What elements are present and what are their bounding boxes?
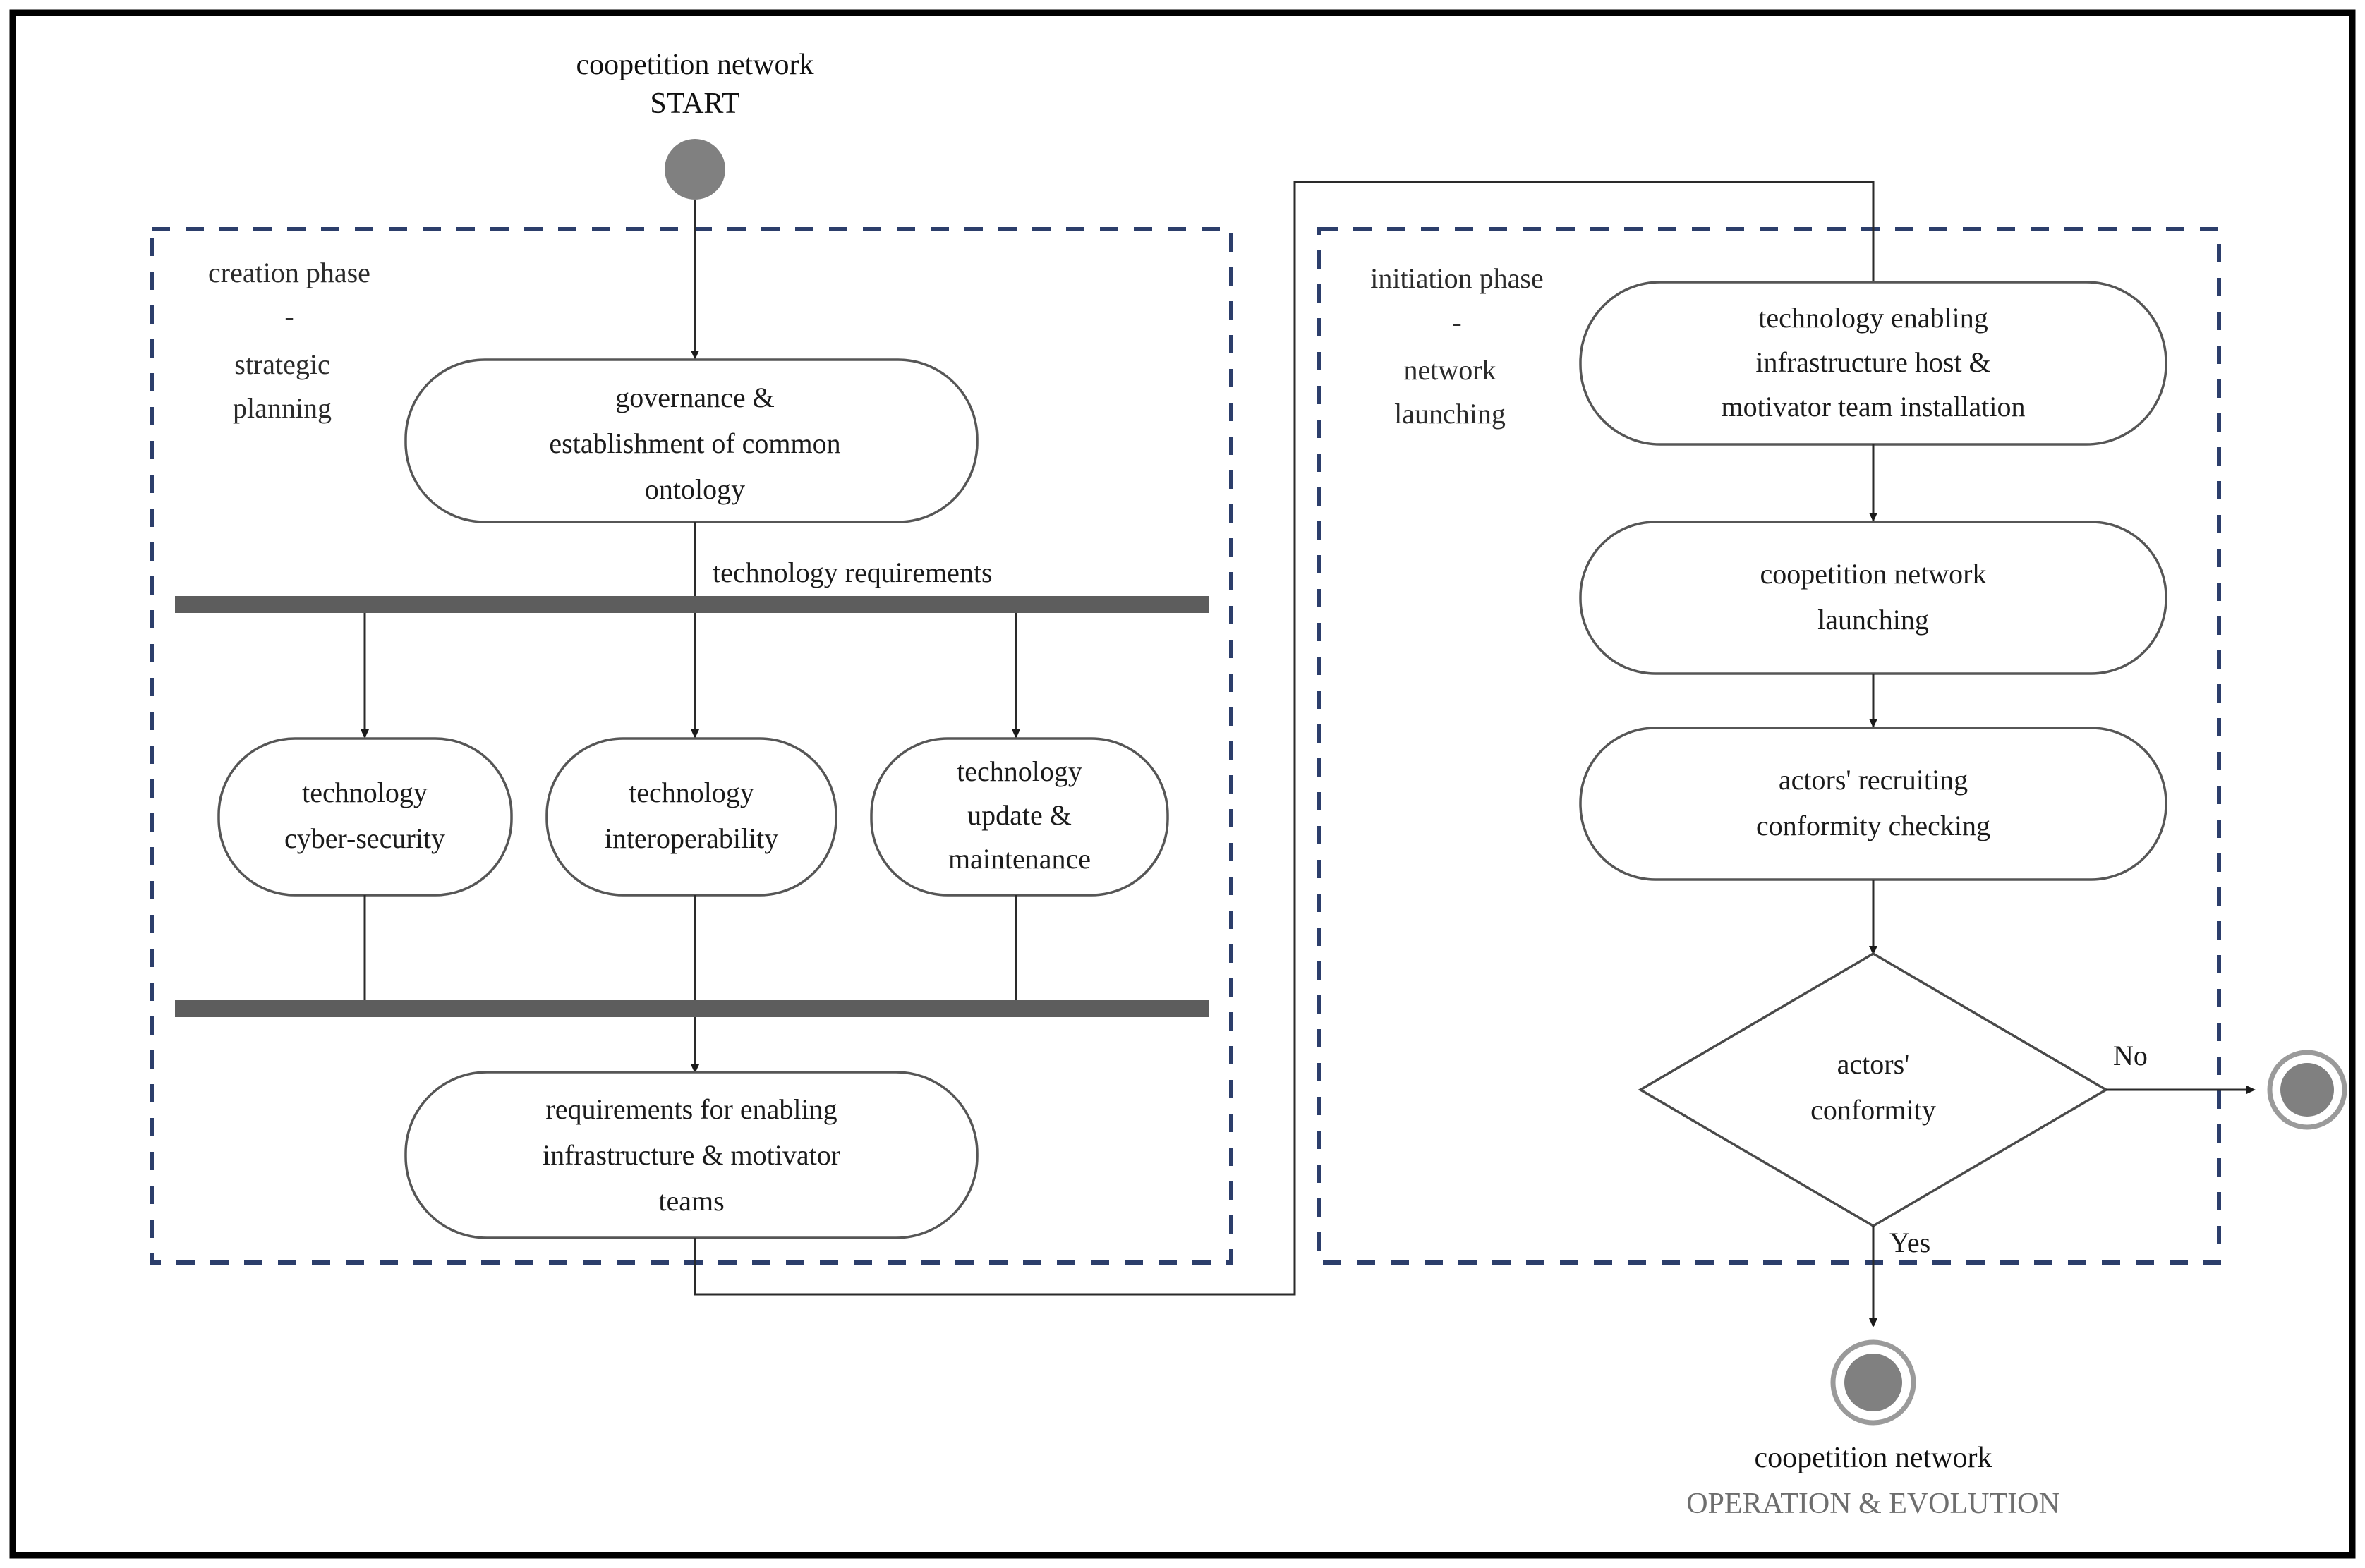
phase-label-creation-line3: strategic	[234, 348, 330, 380]
activity-infra-install-line1: technology enabling	[1758, 302, 1988, 334]
start-caption-line1: coopetition network	[576, 49, 813, 81]
decision-label-line2: conformity	[1810, 1094, 1936, 1126]
activity-update-maintenance-line3: maintenance	[948, 843, 1091, 875]
activity-conformity-checking-line2: conformity checking	[1756, 810, 1990, 841]
end-node-operation	[1844, 1354, 1902, 1411]
activity-interoperability-line1: technology	[629, 777, 754, 808]
outer-frame	[9, 9, 2356, 1559]
join-bar	[175, 1000, 1209, 1017]
activity-interoperability-line2: interoperability	[605, 822, 779, 854]
activity-network-launching-line1: coopetition network	[1760, 558, 1986, 590]
phase-container-initiation	[1317, 227, 2221, 1265]
end-node-reject	[2280, 1063, 2334, 1117]
activity-requirements[interactable]	[404, 1071, 979, 1239]
activity-conformity-checking-line1: actors' recruiting	[1779, 764, 1968, 796]
start-node	[665, 139, 725, 200]
activity-network-launching-line2: launching	[1817, 604, 1929, 636]
end-caption-line2: OPERATION & EVOLUTION	[1686, 1488, 2060, 1520]
activity-interoperability[interactable]	[545, 737, 837, 897]
activity-governance-line3: ontology	[645, 473, 745, 505]
activity-infra-install-line2: infrastructure host &	[1755, 346, 1990, 378]
edge-label-technology-requirements: technology requirements	[713, 557, 993, 588]
phase-label-initiation-line2: -	[1452, 306, 1461, 338]
activity-governance[interactable]	[404, 358, 979, 523]
activity-requirements-line3: teams	[658, 1185, 724, 1217]
phase-container-creation	[150, 227, 1233, 1265]
fork-bar	[175, 596, 1209, 613]
activity-update-maintenance-line2: update &	[967, 799, 1072, 831]
activity-cyber-security-line2: cyber-security	[284, 822, 445, 854]
activity-update-maintenance[interactable]	[870, 737, 1169, 897]
end-caption-line1: coopetition network	[1754, 1442, 1992, 1474]
phase-label-initiation-line3: network	[1403, 354, 1496, 386]
phase-label-creation-line2: -	[284, 300, 294, 332]
start-caption-line2: START	[650, 87, 739, 120]
phase-label-initiation-line4: launching	[1394, 398, 1506, 430]
activity-infra-install-line3: motivator team installation	[1721, 391, 2025, 423]
activity-governance-line1: governance &	[615, 382, 774, 413]
activity-conformity-checking[interactable]	[1579, 727, 2167, 881]
phase-label-creation-line4: planning	[233, 392, 332, 424]
branch-label-no: No	[2113, 1040, 2148, 1071]
decision-label-line1: actors'	[1837, 1048, 1910, 1080]
activity-requirements-line2: infrastructure & motivator	[543, 1139, 840, 1171]
activity-governance-line2: establishment of common	[549, 427, 840, 459]
activity-cyber-security[interactable]	[217, 737, 513, 897]
activity-update-maintenance-line1: technology	[957, 755, 1082, 787]
phase-label-creation-line1: creation phase	[208, 257, 370, 288]
flow-requirements-to-infra-install	[694, 181, 1877, 1296]
branch-label-yes: Yes	[1889, 1227, 1930, 1258]
activity-cyber-security-line1: technology	[302, 777, 428, 808]
activity-network-launching[interactable]	[1579, 521, 2167, 675]
phase-label-initiation-line1: initiation phase	[1370, 262, 1544, 294]
activity-requirements-line1: requirements for enabling	[545, 1093, 837, 1125]
decision-actors-conformity[interactable]	[1638, 952, 2109, 1228]
